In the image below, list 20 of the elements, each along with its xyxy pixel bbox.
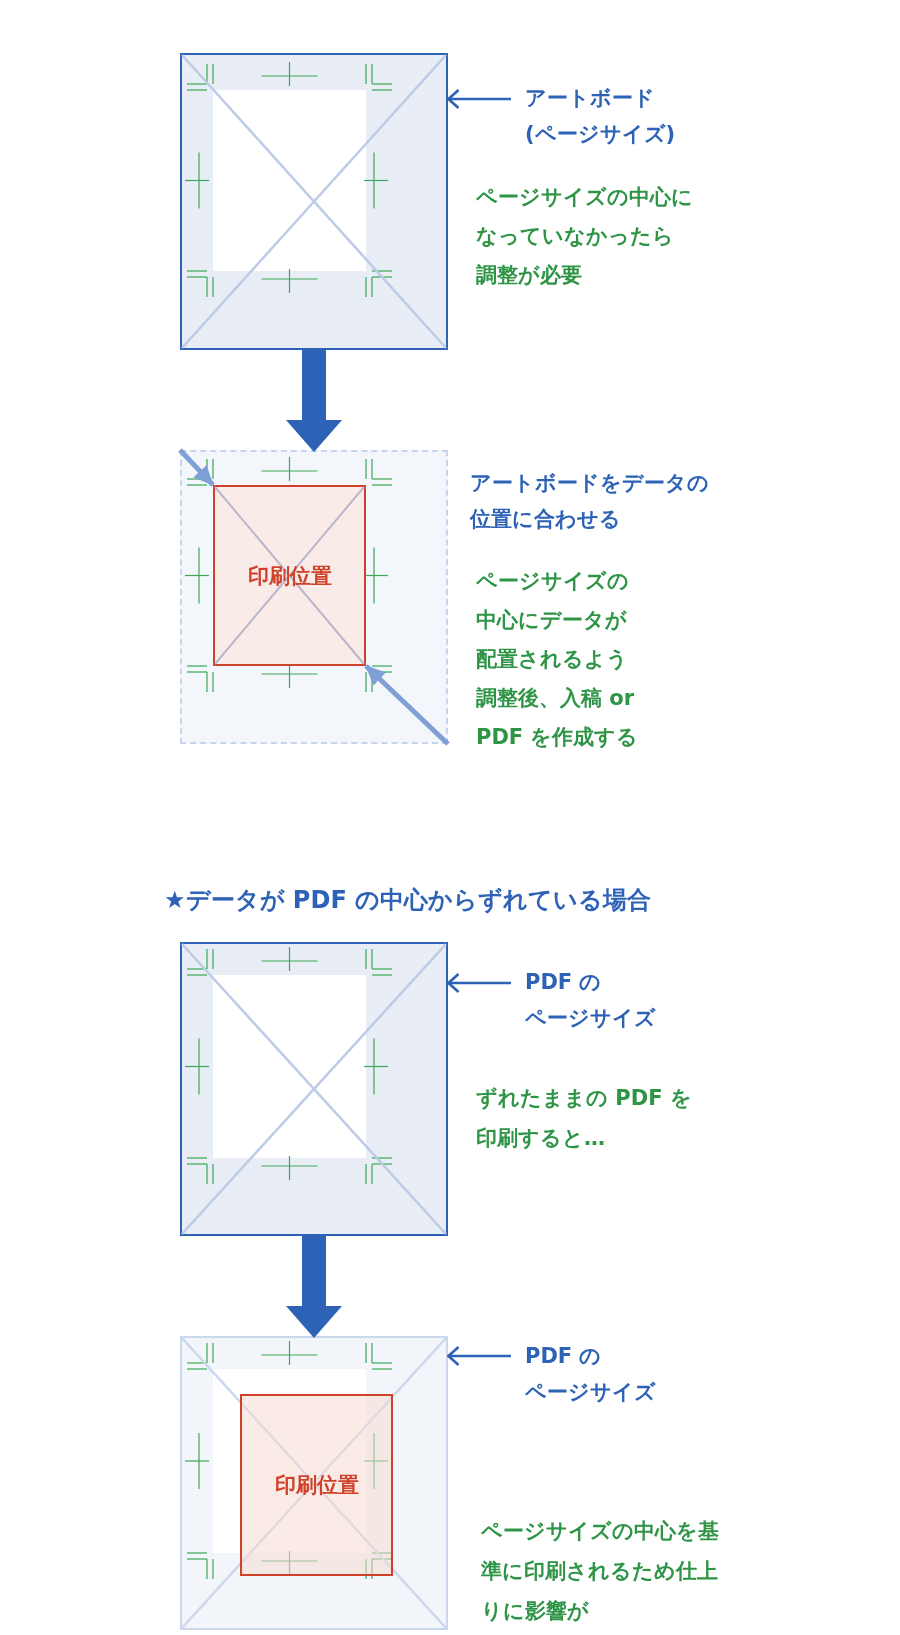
- note-text: ページサイズの中心になっていなかったら調整が必要: [476, 184, 694, 289]
- down-arrow: [286, 1236, 342, 1338]
- print-area: [240, 1394, 393, 1576]
- print-area-label: 印刷位置: [274, 1472, 359, 1499]
- arrow: [447, 88, 511, 110]
- down-arrow: [286, 350, 342, 452]
- note-text: ページサイズの中心を基準に印刷されるため仕上りに影響が: [481, 1518, 720, 1625]
- arrow: [364, 664, 450, 746]
- note-text: ずれたままの PDF を印刷すると…: [476, 1085, 693, 1152]
- note-text: アートボードをデータの位置に合わせる: [470, 470, 710, 533]
- arrow: [447, 1345, 511, 1367]
- section-heading: ★データが PDF の中心からずれている場合: [164, 885, 652, 915]
- callout-text: アートボード(ページサイズ): [525, 85, 677, 148]
- arrow: [178, 448, 215, 487]
- print-area: [213, 485, 366, 666]
- note-text: ページサイズの中心にデータが配置されるよう調整後、入稿 or PDF を作成する: [476, 568, 640, 751]
- callout-text: PDF のページサイズ: [525, 1343, 657, 1406]
- print-area-label: 印刷位置: [247, 562, 332, 590]
- arrow: [447, 972, 511, 994]
- callout-text: PDF のページサイズ: [525, 969, 657, 1032]
